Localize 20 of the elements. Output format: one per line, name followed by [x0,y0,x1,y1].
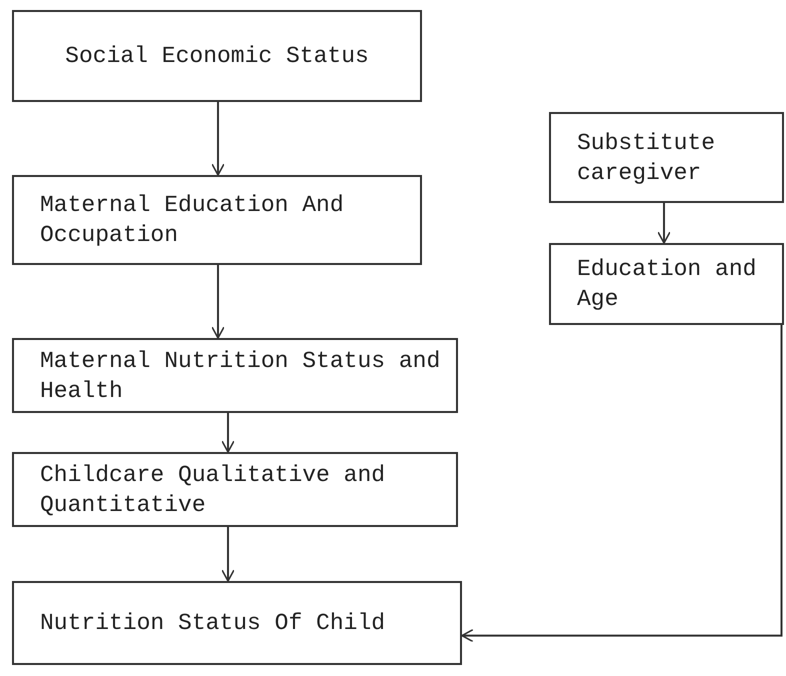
box-label: Substitute caregiver [577,128,716,188]
process-box [12,452,458,527]
arrow [211,265,225,339]
box-label: Social Economic Status [65,42,369,71]
box-label: Childcare Qualitative and Quantitative [40,460,386,520]
box-label: Education and Age [577,255,758,314]
process-box [12,581,462,665]
process-box [549,243,784,325]
arrow [461,325,782,642]
arrow [221,527,235,582]
box-label: Nutrition Status Of Child [40,609,386,638]
process-box [12,10,422,102]
box-label: Maternal Education And Occupation [40,191,345,250]
arrow [657,203,671,244]
process-box [12,338,458,413]
process-box [549,112,784,203]
process-box [12,175,422,265]
arrow [211,102,225,176]
arrow [221,413,235,453]
box-label: Maternal Nutrition Status and Health [40,346,442,406]
